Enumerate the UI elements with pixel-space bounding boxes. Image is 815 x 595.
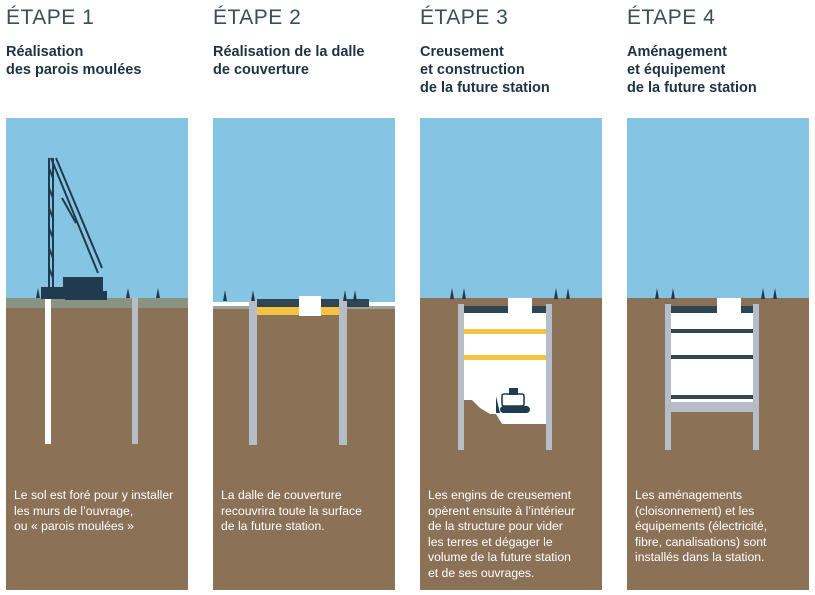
bollard-icon bbox=[655, 288, 777, 299]
stage-3-description: Les engins de creusement opèrent ensuite… bbox=[428, 488, 576, 580]
stage-4: ÉTAPE 4 Aménagement et équipement de la … bbox=[627, 0, 815, 595]
wall-right bbox=[132, 298, 138, 444]
surface-opening bbox=[717, 298, 741, 312]
stage-3-illustration: Les engins de creusement opèrent ensuite… bbox=[420, 118, 602, 590]
slab-dark-left bbox=[464, 306, 508, 313]
wall-left bbox=[249, 299, 257, 445]
stage-4-title: ÉTAPE 4 bbox=[627, 6, 716, 29]
surface-opening bbox=[508, 298, 532, 312]
stage-2-description: La dalle de couverture recouvrira toute … bbox=[221, 488, 362, 534]
slab-yellow-right bbox=[321, 307, 339, 315]
bollard-icon bbox=[36, 288, 160, 298]
wall-right bbox=[753, 304, 759, 450]
stage-2-illustration: La dalle de couverture recouvrira toute … bbox=[213, 118, 395, 590]
stage-2-title: ÉTAPE 2 bbox=[213, 6, 302, 29]
soil bbox=[6, 308, 188, 590]
floor-dark-3 bbox=[671, 395, 753, 399]
sky bbox=[627, 118, 809, 298]
sky bbox=[420, 118, 602, 298]
wall-left bbox=[458, 304, 464, 450]
soil bbox=[213, 308, 395, 590]
wall-right bbox=[339, 299, 347, 445]
ground-line bbox=[6, 298, 188, 308]
bollard-icon bbox=[223, 290, 357, 301]
stage-2: ÉTAPE 2 Réalisation de la dalle de couve… bbox=[213, 0, 403, 595]
sky bbox=[213, 118, 395, 302]
bollard-icon bbox=[450, 288, 570, 299]
wall-left bbox=[45, 298, 51, 444]
slab-dark-right bbox=[741, 306, 753, 313]
stage-2-subtitle: Réalisation de la dalle de couverture bbox=[213, 44, 365, 78]
stage-1-illustration: Le sol est foré pour y installer les mur… bbox=[6, 118, 188, 590]
stage-4-description: Les aménagements (cloisonnement) et les … bbox=[635, 488, 768, 565]
floor-dark-1 bbox=[671, 329, 753, 333]
slab-yellow-left bbox=[257, 307, 299, 315]
floor-yellow-2 bbox=[464, 355, 546, 360]
floor-dark-2 bbox=[671, 355, 753, 359]
slab-opening bbox=[299, 296, 321, 316]
stage-1: ÉTAPE 1 Réalisation des parois moulées bbox=[6, 0, 196, 595]
stage-1-description: Le sol est foré pour y installer les mur… bbox=[14, 488, 174, 534]
wall-right bbox=[546, 304, 552, 450]
wall-left bbox=[665, 304, 671, 450]
stage-1-subtitle: Réalisation des parois moulées bbox=[6, 44, 142, 78]
slab-dark-left bbox=[671, 306, 717, 313]
stage-4-illustration: Les aménagements (cloisonnement) et les … bbox=[627, 118, 809, 590]
stage-3-title: ÉTAPE 3 bbox=[420, 6, 509, 29]
stage-3: ÉTAPE 3 Creusement et construction de la… bbox=[420, 0, 610, 595]
floor-yellow-1 bbox=[464, 329, 546, 334]
slab-dark-right bbox=[532, 306, 546, 313]
stage-1-title: ÉTAPE 1 bbox=[6, 6, 95, 29]
bulldozer-icon bbox=[496, 388, 530, 413]
stage-3-subtitle: Creusement et construction de la future … bbox=[420, 44, 550, 96]
stage-4-subtitle: Aménagement et équipement de la future s… bbox=[627, 44, 757, 96]
base-slab bbox=[665, 402, 759, 412]
crawler-crane-icon bbox=[41, 157, 107, 300]
excavation-dirt bbox=[464, 400, 502, 424]
